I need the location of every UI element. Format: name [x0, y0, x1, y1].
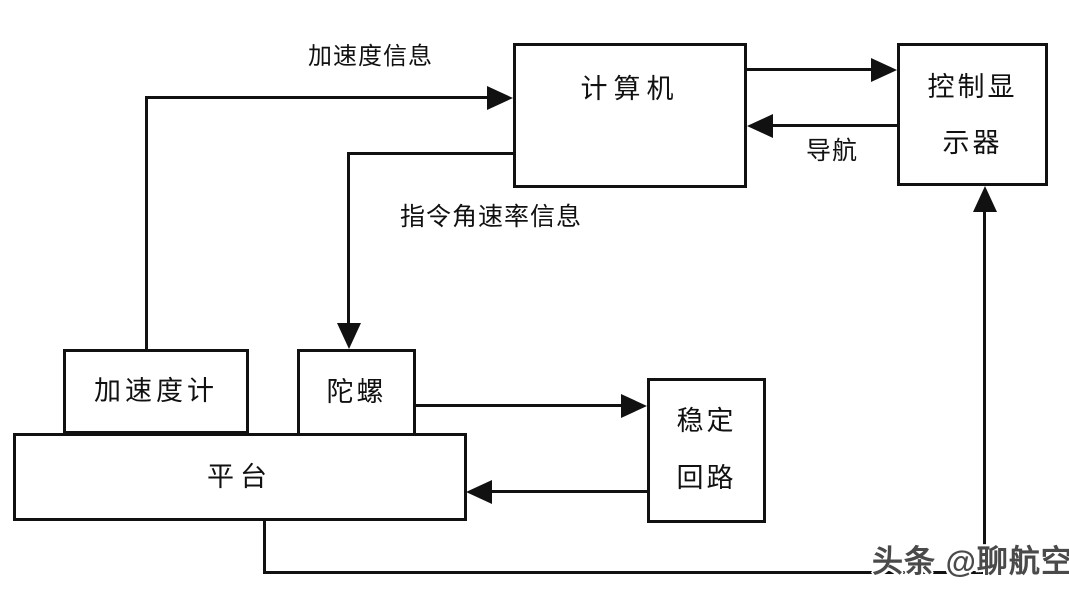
arrowhead-right-icon [487, 86, 513, 110]
edge-accel-info-vertical-line [145, 97, 148, 350]
edge-label-command-angular-rate-info: 指令角速率信息 [400, 204, 583, 231]
node-stabilization-loop-label-line2: 回路 [676, 463, 737, 494]
node-gyro-label: 陀螺 [326, 377, 387, 408]
edge-gyro-to-stabloop-line [416, 404, 622, 407]
edge-platform-feedback-drop-line [263, 520, 266, 574]
arrowhead-up-icon [973, 186, 997, 212]
node-control-display-label-line2: 示器 [942, 128, 1003, 159]
edge-computer-to-display-line [747, 68, 872, 71]
edge-stabloop-to-platform-line [491, 490, 647, 493]
edge-accel-info-horizontal-line [145, 96, 488, 99]
edge-command-rate-vertical-line [347, 152, 350, 325]
edge-platform-feedback-bottom-line [263, 571, 986, 574]
arrowhead-right-icon [871, 58, 897, 82]
node-accelerometer-label: 加速度计 [94, 376, 218, 407]
edge-platform-feedback-rise-line [983, 210, 986, 574]
node-computer: 计算机 [513, 43, 747, 188]
node-accelerometer: 加速度计 [63, 349, 249, 434]
node-platform: 平台 [13, 433, 467, 521]
arrowhead-down-icon [337, 323, 361, 349]
node-control-display-label-line1: 控制显 [927, 72, 1018, 102]
node-platform-label: 平台 [207, 461, 273, 492]
node-control-display: 控制显 示器 [897, 43, 1048, 186]
arrowhead-left-icon [466, 480, 492, 504]
edge-command-rate-horizontal-line [348, 152, 513, 155]
edge-label-navigation: 导航 [806, 138, 859, 165]
watermark-text: 头条 @聊航空 [872, 544, 1069, 579]
node-stabilization-loop: 稳定 回路 [647, 378, 766, 523]
arrowhead-right-icon [621, 394, 647, 418]
edge-display-to-computer-line [772, 124, 897, 127]
node-stabilization-loop-label-line1: 稳定 [676, 406, 737, 436]
edge-label-acceleration-info: 加速度信息 [308, 44, 433, 70]
arrowhead-left-icon [747, 114, 773, 138]
node-gyro: 陀螺 [297, 349, 416, 436]
node-computer-label: 计算机 [580, 74, 680, 104]
